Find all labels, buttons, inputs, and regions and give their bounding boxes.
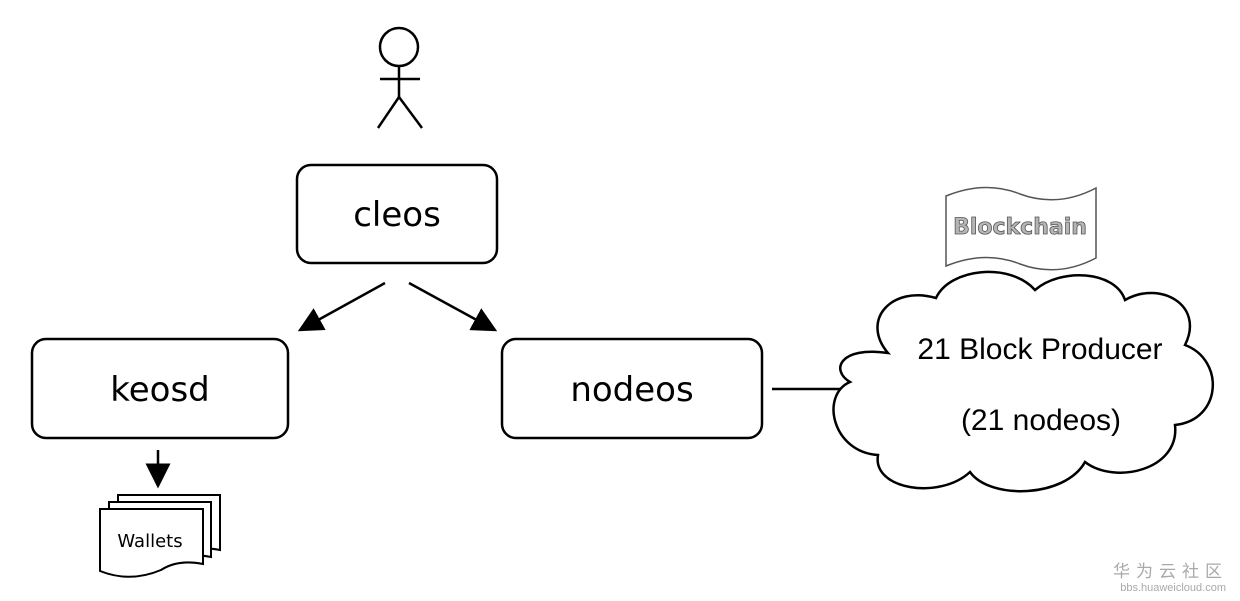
keosd-node[interactable]: keosd <box>30 337 290 440</box>
keosd-label: keosd <box>110 370 210 410</box>
arrow-cleos-to-nodeos <box>408 281 498 332</box>
arrow-cleos-to-keosd <box>297 281 386 332</box>
block-producers-cloud[interactable]: 21 Block Producer (21 nodeos) <box>832 270 1215 493</box>
watermark: 华为云社区 bbs.huaweicloud.com <box>1113 562 1228 594</box>
cloud-shape <box>832 270 1215 493</box>
cleos-node[interactable]: cleos <box>295 163 499 265</box>
cleos-label: cleos <box>353 195 441 235</box>
wallets-label: Wallets <box>117 531 182 552</box>
blockchain-banner[interactable]: Blockchain <box>945 186 1097 271</box>
user-stick-figure-icon <box>376 26 424 129</box>
watermark-url: bbs.huaweicloud.com <box>1120 582 1226 594</box>
nodeos-node[interactable]: nodeos <box>500 337 764 440</box>
watermark-site-name: 华为云社区 <box>1113 562 1228 582</box>
blockchain-label: Blockchain <box>953 215 1087 240</box>
producers-line1: 21 Block Producer <box>917 333 1162 366</box>
nodeos-label: nodeos <box>570 370 693 410</box>
blockchain-flag-shape <box>945 186 1097 271</box>
wallets-multidocument-icon[interactable]: Wallets <box>99 494 221 578</box>
producers-line2: (21 nodeos) <box>961 404 1121 437</box>
